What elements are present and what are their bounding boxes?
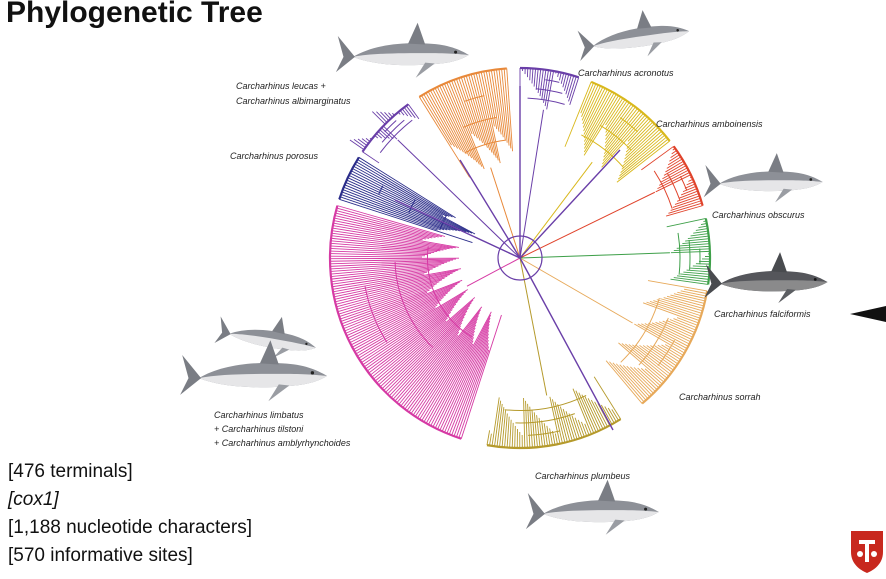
label-tilstoni: + Carcharhinus tilstoni [214,424,304,434]
label-limbatus: Carcharhinus limbatus [214,410,304,420]
label-acronotus: Carcharhinus acronotus [578,68,674,78]
pointer-triangle-icon [850,306,886,322]
label-porosus: Carcharhinus porosus [230,151,319,161]
label-plumbeus: Carcharhinus plumbeus [535,471,631,481]
label-leucas: Carcharhinus leucas + [236,81,326,91]
label-albimarginatus: Carcharhinus albimarginatus [236,96,351,106]
clade-limbatus [330,206,520,439]
clade-sorrah [520,258,707,404]
shark-image-falciformis [704,252,827,303]
stat-terminals: [476 terminals] [8,458,252,486]
stat-nucleotides: [1,188 nucleotide characters] [8,514,252,542]
clade-amboinensis [520,82,670,258]
clade-plumbeus [487,258,621,448]
clade-acronotus [520,68,579,258]
dataset-stats: [476 terminals] [cox1] [1,188 nucleotide… [8,458,252,570]
clade-obscurus [520,146,703,258]
label-falciformis: Carcharhinus falciformis [714,309,811,319]
label-amboinensis: Carcharhinus amboinensis [656,119,763,129]
clade-porosus [339,157,520,258]
label-amblyrhynchoides: + Carcharhinus amblyrhynchoides [214,438,351,448]
stat-informative: [570 informative sites] [8,542,252,570]
shark-image-plumbeus [526,480,659,535]
clade-leucas [419,68,520,258]
shark-image-leucas [336,23,469,78]
label-sorrah: Carcharhinus sorrah [679,392,761,402]
label-obscurus: Carcharhinus obscurus [712,210,805,220]
university-logo-icon [848,528,886,574]
stat-gene: [cox1] [8,486,252,514]
shark-image-acronotus [574,4,691,66]
shark-image-obscurus [704,153,823,202]
